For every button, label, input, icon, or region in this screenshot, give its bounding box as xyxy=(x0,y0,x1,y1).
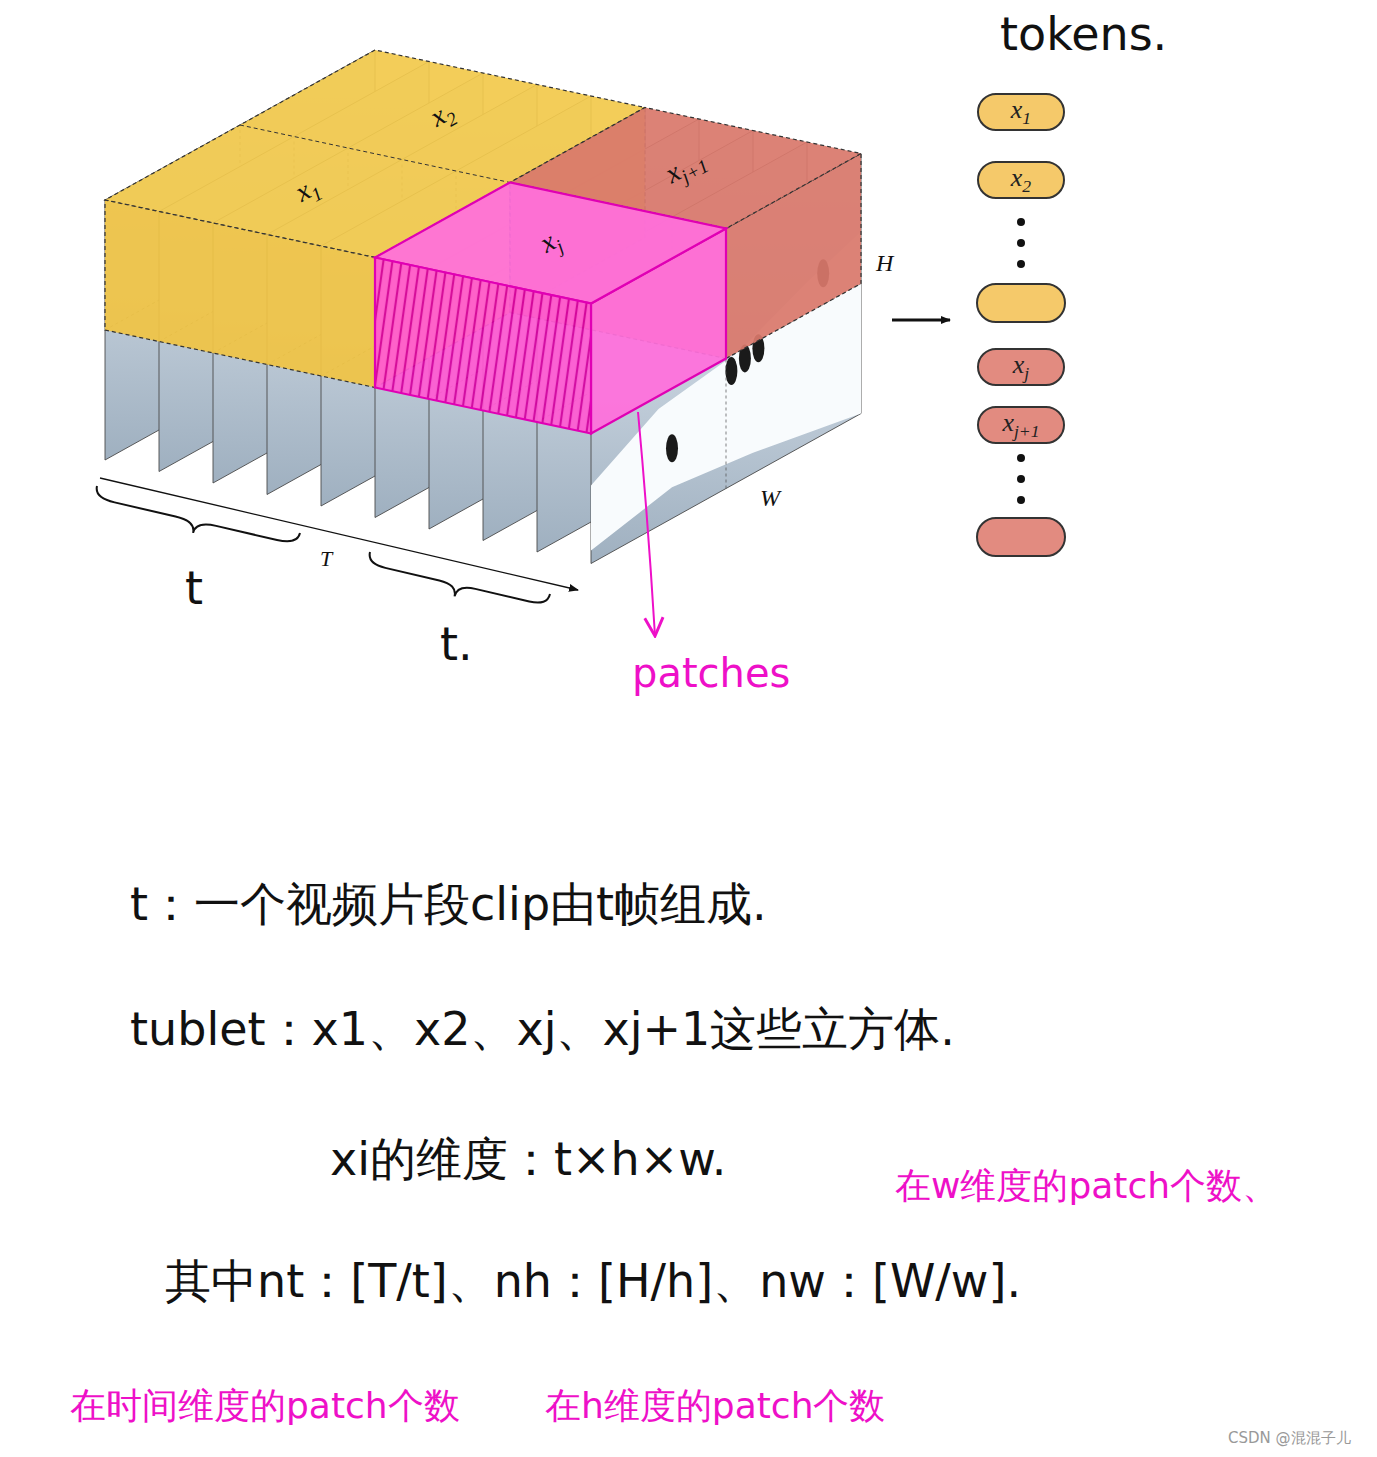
callout-note: 在w维度的patch个数、 xyxy=(895,1165,1278,1206)
math-subscript: j+1 xyxy=(1014,421,1040,441)
token-pill: xj+1 xyxy=(977,406,1065,444)
callout-note: patches xyxy=(632,650,790,696)
callout-note: 在h维度的patch个数 xyxy=(545,1385,885,1426)
watermark: CSDN @混混子儿 xyxy=(1228,1430,1351,1447)
token-pill: x1 xyxy=(977,93,1065,131)
math-subscript: 1 xyxy=(1022,108,1031,128)
ellipsis-dot xyxy=(1017,239,1025,247)
token-label: xj+1 xyxy=(1002,410,1039,441)
ellipsis-dot xyxy=(1017,475,1025,483)
math-base: x xyxy=(1013,350,1025,379)
note-line: t：一个视频片段clip由t帧组成. xyxy=(130,878,767,931)
tubelet-face xyxy=(375,258,591,434)
token-label: x1 xyxy=(1011,97,1031,128)
axis-label: T xyxy=(320,546,332,571)
clip-length-label: t. xyxy=(440,618,473,671)
tubelet-box xyxy=(375,183,726,434)
empty-token xyxy=(977,284,1065,322)
math-base: x xyxy=(1011,95,1023,124)
note-line: tublet：x1、x2、xj、xj+1这些立方体. xyxy=(130,1003,955,1056)
math-subscript: 2 xyxy=(1022,176,1031,196)
token-label: xj xyxy=(1013,352,1029,383)
clip-length-label: t xyxy=(185,562,203,615)
empty-token xyxy=(977,518,1065,556)
tubelet-face xyxy=(105,200,375,388)
ellipsis-dot xyxy=(1017,496,1025,504)
token-pill: x2 xyxy=(977,161,1065,199)
clip-brace xyxy=(370,552,550,603)
penguin xyxy=(725,357,737,385)
clip-brace xyxy=(97,486,300,541)
tubelet-divider xyxy=(240,125,510,183)
video-frames xyxy=(105,50,861,564)
formula-line: 其中nt：[T/t]、nh：[H/h]、nw：[W/w]. xyxy=(165,1255,1021,1308)
callout-note: 在时间维度的patch个数 xyxy=(70,1385,460,1426)
column-heading: tokens. xyxy=(1000,8,1167,61)
axis-label: W xyxy=(760,485,780,513)
math-base: x xyxy=(1011,163,1023,192)
patches-leader xyxy=(638,412,655,636)
token-label: x2 xyxy=(1011,165,1031,196)
math-base: x xyxy=(1002,408,1014,437)
token-column xyxy=(977,218,1065,556)
ellipsis-dot xyxy=(1017,218,1025,226)
token-pill: xj xyxy=(977,348,1065,386)
penguin xyxy=(666,434,678,462)
ellipsis-dot xyxy=(1017,260,1025,268)
ellipsis-dot xyxy=(1017,454,1025,462)
axis-label: H xyxy=(876,250,893,278)
note-line: xi的维度：t×h×w. xyxy=(330,1133,726,1186)
to-tokens-arrow xyxy=(892,319,950,322)
math-subscript: j xyxy=(1024,363,1029,383)
time-axis xyxy=(100,478,578,590)
